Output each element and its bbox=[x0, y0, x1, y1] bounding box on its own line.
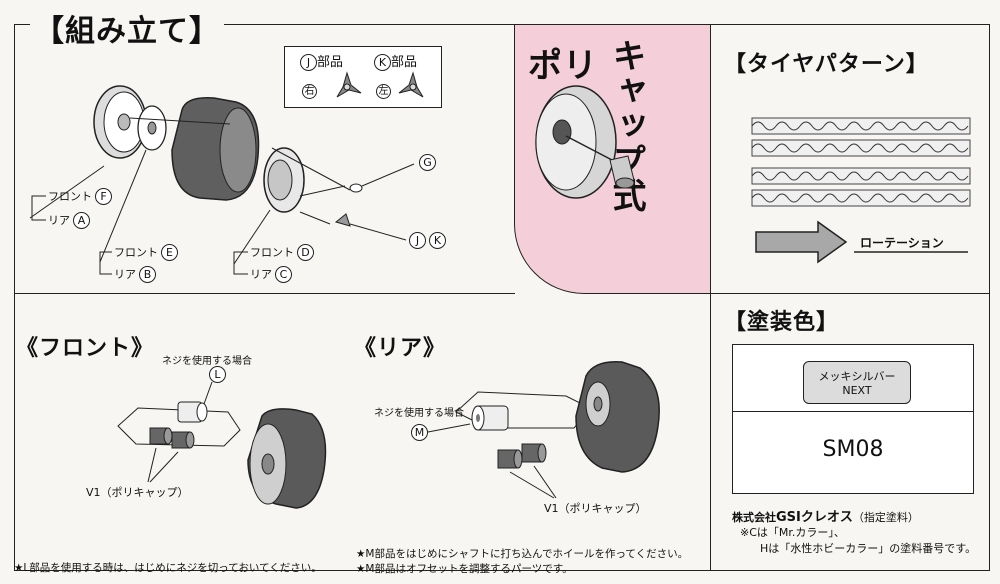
label-front-e: フロント bbox=[114, 246, 158, 259]
paint-code: SM08 bbox=[822, 437, 884, 462]
label-front-d: フロント bbox=[250, 246, 294, 259]
rear-m-label: M bbox=[411, 424, 428, 441]
label-front-a: フロント bbox=[48, 190, 92, 203]
polycap-icon bbox=[609, 155, 635, 189]
label-a: A bbox=[73, 212, 90, 229]
part-k-circle: K bbox=[374, 54, 391, 71]
left-mark: 左 bbox=[376, 84, 391, 99]
rear-polycap-icon-1 bbox=[497, 449, 523, 469]
tread-row-3 bbox=[751, 167, 971, 185]
spinner-right-icon bbox=[336, 71, 362, 98]
spinner-left-icon bbox=[398, 71, 424, 98]
tire-pattern-frame bbox=[710, 24, 990, 294]
paint-note-2: Hは「水性ホビーカラー」の塗料番号です。 bbox=[760, 542, 977, 555]
paint-name-badge: メッキシルバーNEXT bbox=[803, 361, 911, 404]
front-v1-label: V1（ポリキャップ） bbox=[86, 486, 189, 499]
part-g-icon bbox=[349, 183, 363, 193]
rear-screw-note: ネジを使用する場合 bbox=[374, 408, 464, 419]
label-j: J bbox=[409, 232, 426, 249]
label-e: E bbox=[161, 244, 178, 261]
tread-row-4 bbox=[751, 189, 971, 207]
front-l-label: L bbox=[209, 366, 226, 383]
part-j-text: 部品 bbox=[317, 55, 344, 70]
footnote-mid-1: ★M部品をはじめにシャフトに打ち込んでホイールを作ってください。 bbox=[356, 548, 689, 560]
rotation-arrow-icon bbox=[755, 220, 848, 264]
part-jk-icon bbox=[334, 213, 351, 227]
paint-note-1: ※Cは「Mr.カラー」、 bbox=[740, 526, 845, 539]
footnote-left: ★L部品を使用する時は、はじめにネジを切っておいてください。 bbox=[14, 562, 322, 574]
rear-polycap-icon-2 bbox=[521, 443, 547, 463]
part-j-circle: J bbox=[300, 54, 317, 71]
rear-collar-icon bbox=[471, 405, 509, 431]
tread-row-1 bbox=[751, 117, 971, 135]
label-k: K bbox=[429, 232, 446, 249]
label-g: G bbox=[419, 154, 436, 171]
wheel-disc-icon bbox=[137, 105, 167, 151]
spinner-icons bbox=[336, 71, 424, 98]
label-rear-b: リア bbox=[114, 268, 136, 281]
rotation-label: ローテーション bbox=[860, 236, 944, 250]
polycap-title-line1: ポリ bbox=[528, 46, 598, 86]
part-k-text: 部品 bbox=[391, 55, 418, 70]
maker-suffix: （指定塗料） bbox=[852, 511, 919, 524]
maker-brand: GSIクレオス bbox=[776, 510, 853, 525]
front-collar-icon bbox=[177, 401, 208, 423]
tread-row-2 bbox=[751, 139, 971, 157]
label-b: B bbox=[139, 266, 156, 283]
label-rear-c: リア bbox=[250, 268, 272, 281]
label-c: C bbox=[275, 266, 292, 283]
rear-v1-label: V1（ポリキャップ） bbox=[544, 502, 647, 515]
label-d: D bbox=[297, 244, 314, 261]
front-screw-note: ネジを使用する場合 bbox=[162, 356, 252, 367]
lower-left-frame bbox=[14, 292, 711, 571]
polycap-wheel-icon bbox=[535, 85, 617, 199]
label-f: F bbox=[95, 188, 112, 205]
assembly-title: 【組み立て】 bbox=[30, 6, 224, 50]
assembly-frame bbox=[14, 24, 515, 294]
maker-prefix: 株式会社 bbox=[732, 511, 776, 524]
footnote-mid-2: ★M部品はオフセットを調整するパーツです。 bbox=[356, 563, 573, 575]
front-polycap-icon-1 bbox=[149, 427, 173, 445]
front-title: 《フロント》 bbox=[16, 336, 155, 361]
paint-table: メッキシルバーNEXT SM08 bbox=[732, 344, 974, 494]
front-wheel-icon bbox=[247, 408, 327, 509]
tire-pattern-title: 【タイヤパターン】 bbox=[724, 52, 929, 77]
wheel-rim-icon bbox=[93, 85, 147, 159]
right-mark: 右 bbox=[302, 84, 317, 99]
paint-title: 【塗装色】 bbox=[724, 310, 840, 335]
rim-inner-icon bbox=[263, 147, 305, 213]
rear-title: 《リア》 bbox=[354, 336, 447, 361]
rear-wheel-icon bbox=[575, 361, 660, 473]
paint-frame bbox=[710, 292, 990, 571]
tire-icon bbox=[171, 97, 260, 201]
label-rear-a: リア bbox=[48, 214, 70, 227]
front-polycap-icon-2 bbox=[171, 431, 195, 449]
